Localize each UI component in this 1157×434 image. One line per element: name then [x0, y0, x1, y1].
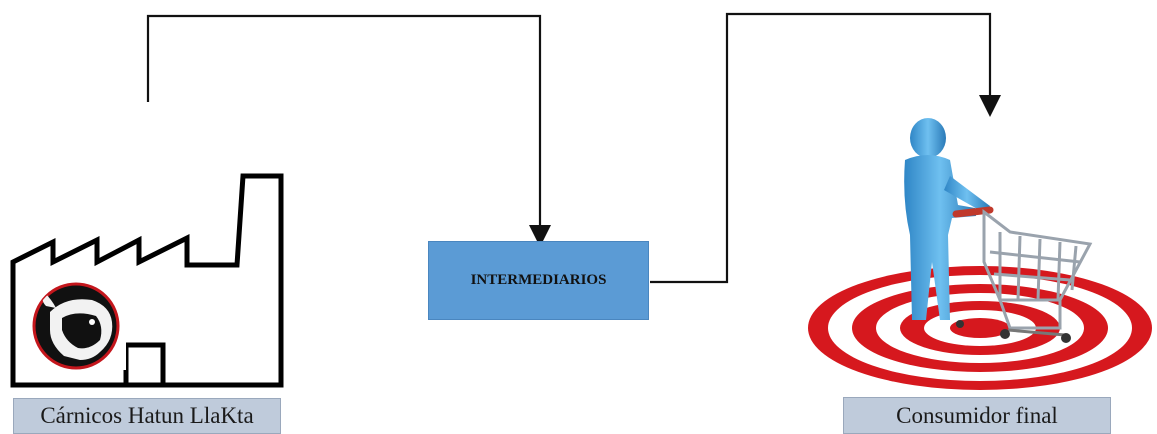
logo-icon [30, 282, 126, 370]
cart-wheels [956, 320, 1071, 343]
intermediaries-box: INTERMEDIARIOS [428, 241, 649, 320]
intermediaries-label: INTERMEDIARIOS [470, 272, 607, 288]
connector-factory-to-intermediaries [146, 14, 551, 247]
destination-label: Consumidor final [843, 397, 1111, 434]
connector-intermediaries-to-consumer [650, 12, 1001, 284]
origin-label-text: Cárnicos Hatun LlaKta [40, 403, 254, 428]
shopping-cart-icon [952, 206, 1093, 337]
person-icon [904, 118, 990, 320]
destination-label-text: Consumidor final [896, 402, 1058, 428]
origin-label: Cárnicos Hatun LlaKta [13, 398, 281, 434]
target-icon [808, 266, 1152, 390]
